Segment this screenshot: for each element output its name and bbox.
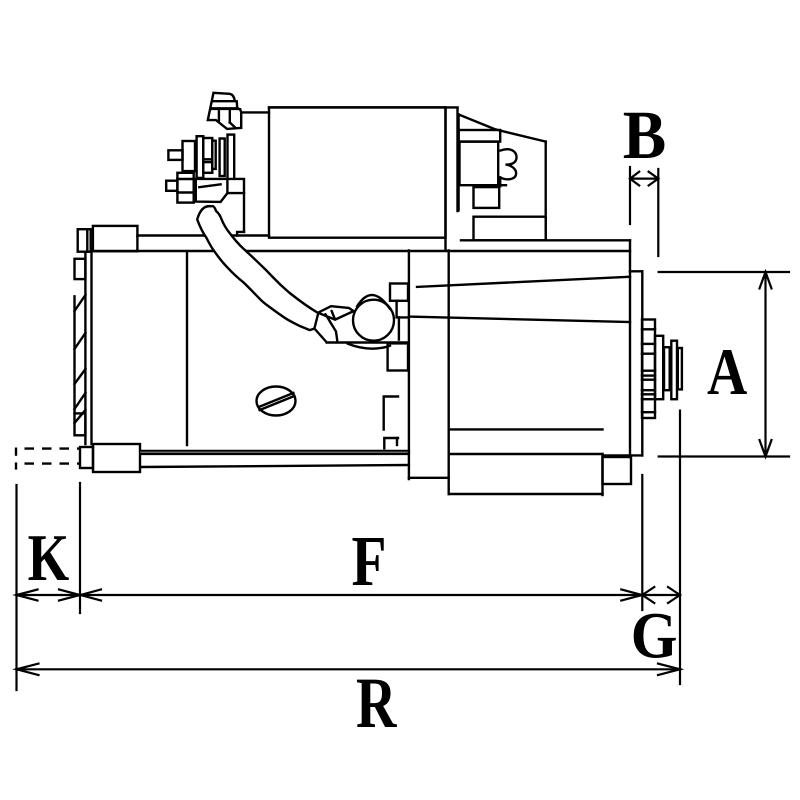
svg-text:A: A xyxy=(707,335,748,409)
svg-text:K: K xyxy=(28,522,70,596)
svg-text:B: B xyxy=(623,98,667,174)
svg-text:R: R xyxy=(356,663,398,742)
svg-text:G: G xyxy=(631,599,678,672)
svg-text:F: F xyxy=(352,522,387,602)
